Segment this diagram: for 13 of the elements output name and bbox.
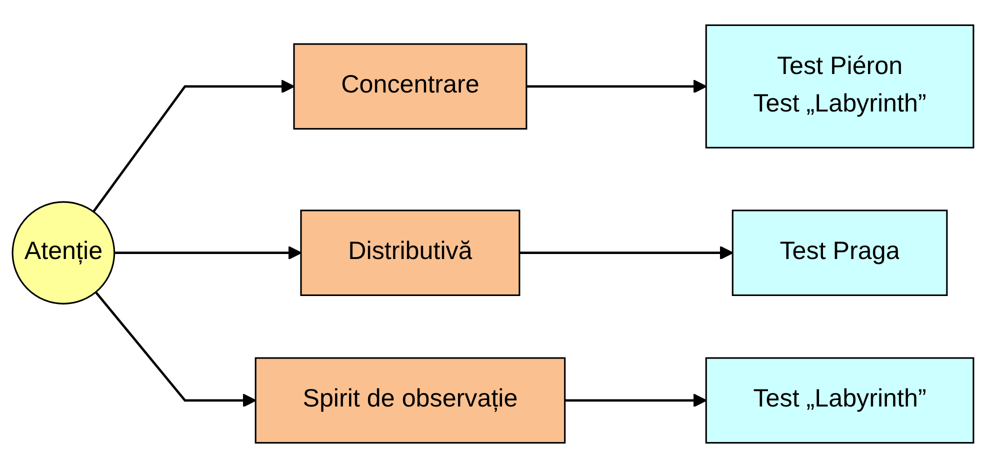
node-box: Test Praga	[732, 210, 948, 296]
arrow	[564, 394, 707, 408]
node-box: Distributivă	[300, 210, 520, 296]
node-circle: Atenție	[12, 201, 116, 304]
node-box: Spirit de observație	[254, 357, 566, 444]
arrow	[519, 246, 734, 260]
node-box: Test „Labyrinth”	[705, 357, 974, 444]
node-box: Concentrare	[293, 43, 528, 130]
arrow	[526, 80, 707, 94]
arrow	[92, 80, 295, 212]
node-box: Test Piéron Test „Labyrinth”	[705, 24, 974, 148]
arrow	[94, 291, 256, 408]
arrow	[114, 246, 302, 260]
